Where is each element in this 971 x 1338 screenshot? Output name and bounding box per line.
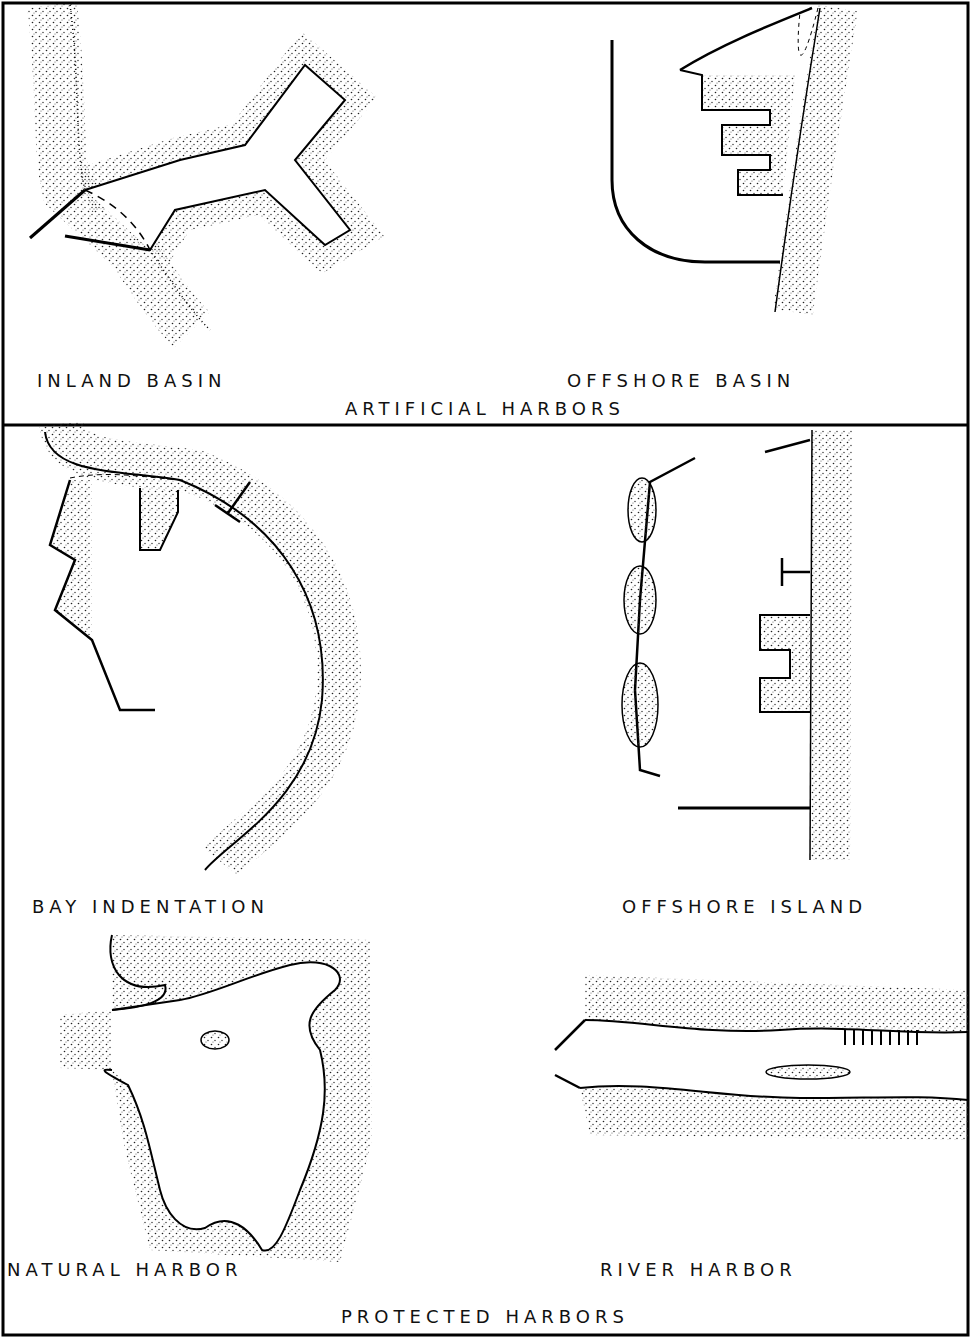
divider (3, 424, 968, 427)
pier-stroke (853, 1030, 855, 1045)
pier-stroke (907, 1030, 909, 1045)
pier-stroke (844, 1030, 846, 1045)
offshore-island-figure (622, 430, 832, 860)
river-harbor-figure (555, 975, 968, 1140)
group-heading: PROTECTED HARBORS (339, 1306, 631, 1328)
figure-caption: OFFSHORE BASIN (565, 370, 797, 392)
frame (3, 3, 968, 1335)
pier-stroke (916, 1030, 918, 1045)
figure-caption: RIVER HARBOR (598, 1259, 799, 1281)
pier-stroke (889, 1030, 891, 1045)
bay-indentation-figure (45, 424, 339, 870)
offshore-basin-figure (612, 8, 838, 312)
figure-caption: OFFSHORE ISLAND (620, 896, 869, 918)
figure-caption: BAY INDENTATION (30, 896, 271, 918)
group-heading: ARTIFICIAL HARBORS (343, 398, 627, 420)
inland-basin-figure (30, 5, 350, 335)
pier-stroke (862, 1030, 864, 1045)
pier-stroke (871, 1030, 873, 1045)
figure-caption: NATURAL HARBOR (5, 1259, 244, 1281)
figure-caption: INLAND BASIN (35, 370, 228, 392)
pier-stroke (898, 1030, 900, 1045)
pier-stroke (880, 1030, 882, 1045)
natural-harbor-figure (20, 935, 372, 1262)
